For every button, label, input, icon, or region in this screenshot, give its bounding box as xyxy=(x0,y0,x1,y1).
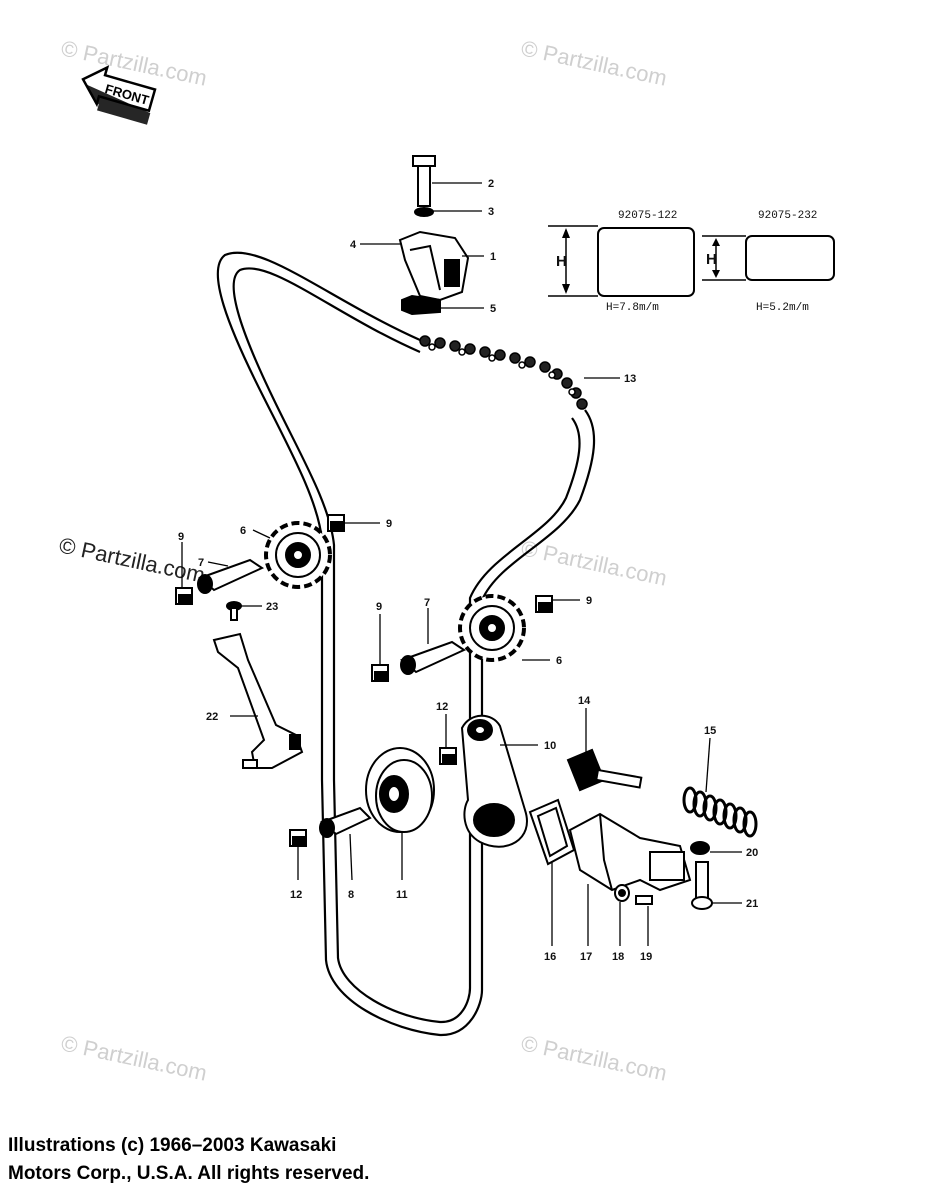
cam-chain-links xyxy=(419,335,588,410)
cam-chain-loop xyxy=(216,251,596,1037)
callout-20: 20 xyxy=(746,847,758,859)
sprocket-lower xyxy=(458,594,526,662)
copyright-line-2: Motors Corp., U.S.A. All rights reserved… xyxy=(8,1163,370,1184)
callout-13: 13 xyxy=(624,373,636,385)
callout-9: 9 xyxy=(376,601,382,613)
size-reference-122: 92075-122 H H=7.8m/m xyxy=(548,210,695,314)
dimension-label: H xyxy=(706,251,717,268)
front-arrow: FRONT xyxy=(81,65,157,125)
pushrod-14 xyxy=(566,748,643,792)
callout-2: 2 xyxy=(488,178,494,190)
copyright-footer: Illustrations (c) 1966–2003 Kawasaki Mot… xyxy=(8,1132,369,1188)
callout-12: 12 xyxy=(436,701,448,713)
callout-12: 12 xyxy=(290,889,302,901)
callout-4: 4 xyxy=(350,239,357,251)
callout-14: 14 xyxy=(578,695,591,707)
tensioner-arm-10 xyxy=(460,714,528,848)
callout-6: 6 xyxy=(556,655,562,667)
callout-10: 10 xyxy=(544,740,556,752)
parts-diagram: © Partzilla.com © Partzilla.com © Partzi… xyxy=(57,35,835,1086)
callout-9: 9 xyxy=(386,518,392,530)
tensioner-housing-17 xyxy=(568,812,692,892)
callout-17: 17 xyxy=(580,951,592,963)
watermark: © Partzilla.com xyxy=(57,532,207,587)
dimension-label: H xyxy=(556,253,567,270)
watermark: © Partzilla.com xyxy=(519,535,669,590)
callout-8: 8 xyxy=(348,889,354,901)
callout-5: 5 xyxy=(490,303,496,315)
copyright-line-1: Illustrations (c) 1966–2003 Kawasaki xyxy=(8,1135,337,1156)
sprocket-upper xyxy=(264,521,332,589)
part-number: 92075-232 xyxy=(758,210,817,222)
spring-15 xyxy=(682,786,758,838)
callout-23: 23 xyxy=(266,601,278,613)
watermark: © Partzilla.com xyxy=(59,1030,209,1085)
callout-7: 7 xyxy=(198,557,204,569)
watermarks: © Partzilla.com © Partzilla.com © Partzi… xyxy=(57,35,669,1085)
watermark: © Partzilla.com xyxy=(519,1030,669,1085)
callout-11: 11 xyxy=(396,889,408,901)
bracket-22 xyxy=(212,632,304,769)
callout-15: 15 xyxy=(704,725,716,737)
screw-23 xyxy=(226,601,242,621)
callout-9: 9 xyxy=(586,595,592,607)
callout-3: 3 xyxy=(488,206,494,218)
callout-18: 18 xyxy=(612,951,624,963)
guide-roller-11 xyxy=(365,747,435,833)
rubber-dampers xyxy=(175,514,553,847)
callout-9: 9 xyxy=(178,531,184,543)
sprocket-shafts xyxy=(197,558,467,838)
watermark: © Partzilla.com xyxy=(519,35,669,90)
tensioner-gasket-16 xyxy=(528,798,576,866)
callout-21: 21 xyxy=(746,898,758,910)
callout-1: 1 xyxy=(490,251,496,263)
hardware-18-21 xyxy=(614,841,713,910)
part-number: 92075-122 xyxy=(618,210,677,222)
height-value: H=5.2m/m xyxy=(756,302,809,314)
callout-7: 7 xyxy=(424,597,430,609)
height-value: H=7.8m/m xyxy=(606,302,659,314)
size-reference-232: 92075-232 H H=5.2m/m xyxy=(702,210,835,314)
callout-16: 16 xyxy=(544,951,556,963)
callout-19: 19 xyxy=(640,951,652,963)
callout-22: 22 xyxy=(206,711,218,723)
callout-6: 6 xyxy=(240,525,246,537)
chain-guide-bracket xyxy=(398,155,470,316)
callout-numbers: 1 2 3 4 5 13 6 9 9 7 23 9 7 9 6 22 12 10… xyxy=(178,178,758,963)
callout-leaders xyxy=(181,182,742,946)
